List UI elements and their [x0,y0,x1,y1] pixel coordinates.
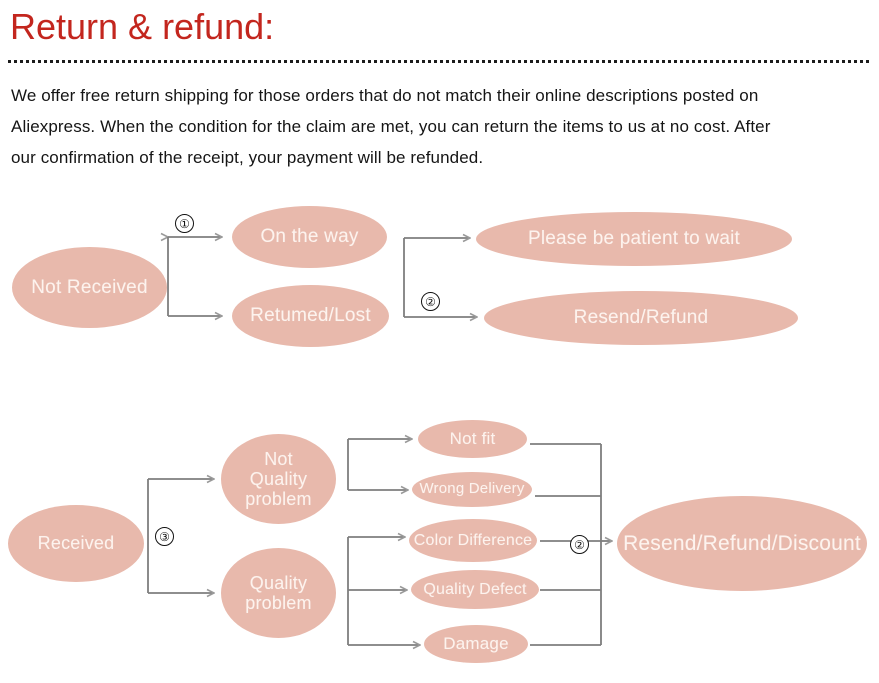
node-resend-refund-discount: Resend/Refund/Discount [617,496,867,591]
node-please-be-patient-to-wait: Please be patient to wait [476,212,792,266]
intro-paragraph: We offer free return shipping for those … [11,80,867,173]
node-quality-defect: Quality Defect [411,570,539,609]
node-received: Received [8,505,144,582]
node-not-quality-problem-label: Not Quality problem [245,448,312,510]
step-marker-2-flow2: ② [570,535,589,554]
page-title: Return & refund: [10,6,275,47]
step-marker-3: ③ [155,527,174,546]
node-not-fit: Not fit [418,420,527,458]
node-color-difference: Color Difference [409,519,537,562]
node-not-received: Not Received [12,247,167,328]
node-returned-lost: Retumed/Lost [232,285,389,347]
node-wrong-delivery: Wrong Delivery [412,472,532,507]
intro-line-2: Aliexpress. When the condition for the c… [11,117,771,136]
step-marker-1: ① [175,214,194,233]
title-divider [8,60,870,63]
intro-line-1: We offer free return shipping for those … [11,86,759,105]
intro-line-3: our confirmation of the receipt, your pa… [11,148,484,167]
node-on-the-way: On the way [232,206,387,268]
node-not-quality-problem: Not Quality problem [221,434,336,524]
node-resend-refund: Resend/Refund [484,291,798,345]
node-quality-problem: Quality problem [221,548,336,638]
node-quality-problem-label: Quality problem [245,572,312,613]
step-marker-2-flow1: ② [421,292,440,311]
node-damage: Damage [424,625,528,663]
